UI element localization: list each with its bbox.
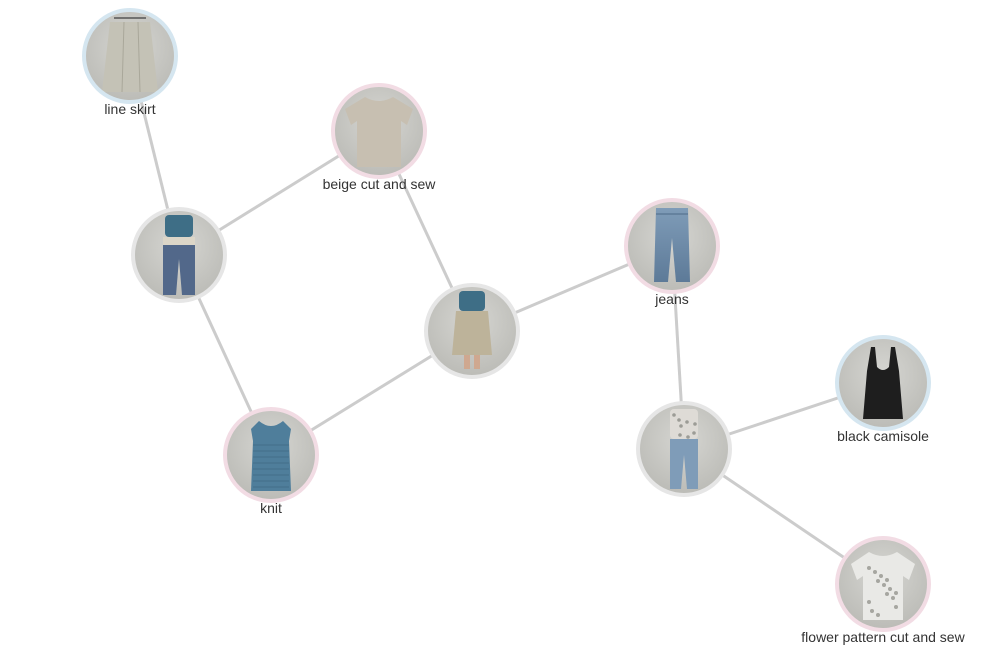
node-outfit-3[interactable]	[636, 401, 732, 497]
node-knit[interactable]: knit	[223, 407, 319, 516]
node-photo	[426, 285, 518, 377]
node-photo	[225, 409, 317, 501]
node-ring	[331, 83, 427, 179]
node-label: flower pattern cut and sew	[801, 629, 965, 645]
node-photo	[333, 85, 425, 177]
node-label: beige cut and sew	[323, 176, 437, 192]
node-label: jeans	[654, 291, 688, 307]
node-ring	[223, 407, 319, 503]
node-ring	[424, 283, 520, 379]
node-photo	[638, 403, 730, 495]
node-beige-cut-and-sew[interactable]: beige cut and sew	[323, 83, 437, 192]
node-label: knit	[260, 500, 282, 516]
node-flower-pattern[interactable]: flower pattern cut and sew	[801, 536, 966, 645]
node-photo	[133, 209, 225, 301]
node-photo	[84, 10, 176, 102]
node-ring	[131, 207, 227, 303]
node-ring	[624, 198, 720, 294]
node-label: black camisole	[837, 428, 929, 444]
node-ring	[636, 401, 732, 497]
node-ring	[835, 536, 931, 632]
node-outfit-2[interactable]	[131, 207, 227, 303]
nodes-layer: line skirt beige cut and sew jeans knit blac…	[82, 8, 966, 645]
node-photo	[626, 200, 718, 292]
node-line-skirt[interactable]: line skirt	[82, 8, 178, 117]
node-outfit-1[interactable]	[424, 283, 520, 379]
node-ring	[835, 335, 931, 431]
node-ring	[82, 8, 178, 104]
node-photo	[837, 337, 929, 429]
node-label: line skirt	[104, 101, 155, 117]
node-photo	[837, 538, 929, 630]
node-jeans[interactable]: jeans	[624, 198, 720, 307]
node-black-camisole[interactable]: black camisole	[835, 335, 931, 444]
